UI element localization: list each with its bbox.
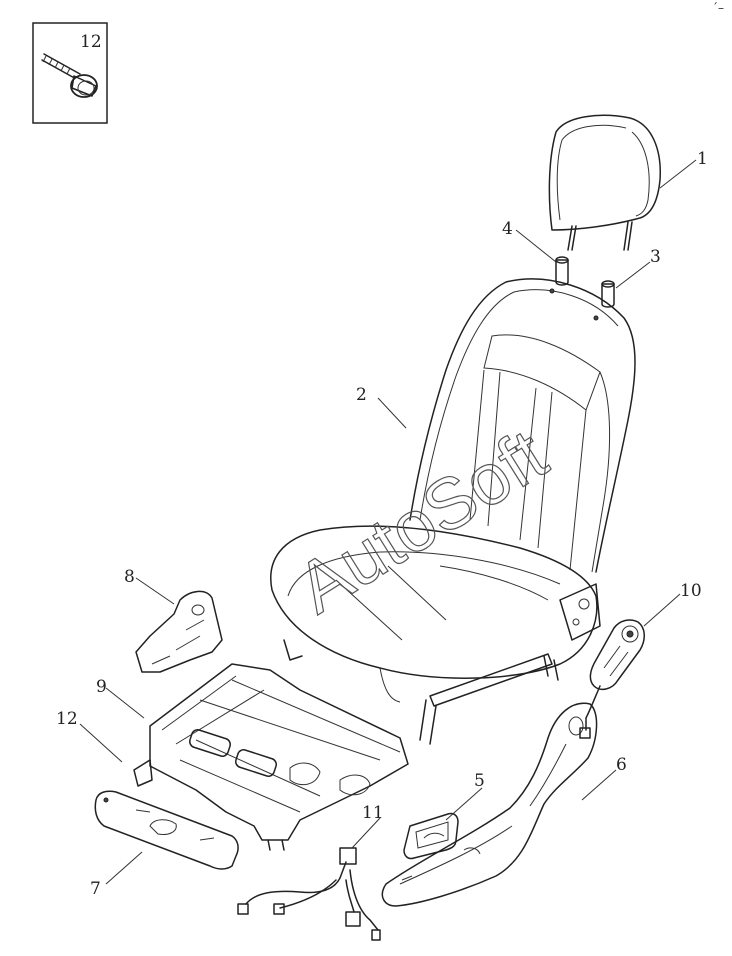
callout-8: 8 — [124, 567, 135, 587]
callout-2: 2 — [356, 385, 367, 405]
callout-12: 12 — [56, 709, 78, 729]
callout-10: 10 — [680, 581, 702, 601]
bolt-icon — [41, 53, 98, 98]
recliner-motor — [579, 619, 645, 739]
inset-label: 12 — [80, 32, 102, 52]
headrest — [548, 114, 661, 251]
watermark: AutoSoft — [284, 415, 561, 629]
callout-7: 7 — [90, 879, 101, 899]
front-trim-cover — [94, 790, 239, 870]
seat-assembly — [270, 278, 636, 745]
outer-side-cover — [381, 702, 598, 907]
headrest-guide-left — [555, 256, 569, 286]
seat-frame — [133, 663, 409, 851]
headrest-guide-right — [601, 280, 615, 308]
inner-side-cover — [135, 590, 223, 673]
inset-bolt-box: 12 — [32, 22, 108, 124]
callout-11: 11 — [362, 803, 384, 823]
wiring-harness — [237, 847, 381, 941]
callout-3: 3 — [650, 247, 661, 267]
seat-switch — [403, 812, 459, 860]
callout-4: 4 — [502, 219, 513, 239]
callout-1: 1 — [697, 149, 708, 169]
callout-5: 5 — [474, 771, 485, 791]
leader-lines — [79, 159, 697, 885]
callout-9: 9 — [96, 677, 107, 697]
corner-mark: ´– — [712, 1, 724, 15]
callout-6: 6 — [616, 755, 627, 775]
